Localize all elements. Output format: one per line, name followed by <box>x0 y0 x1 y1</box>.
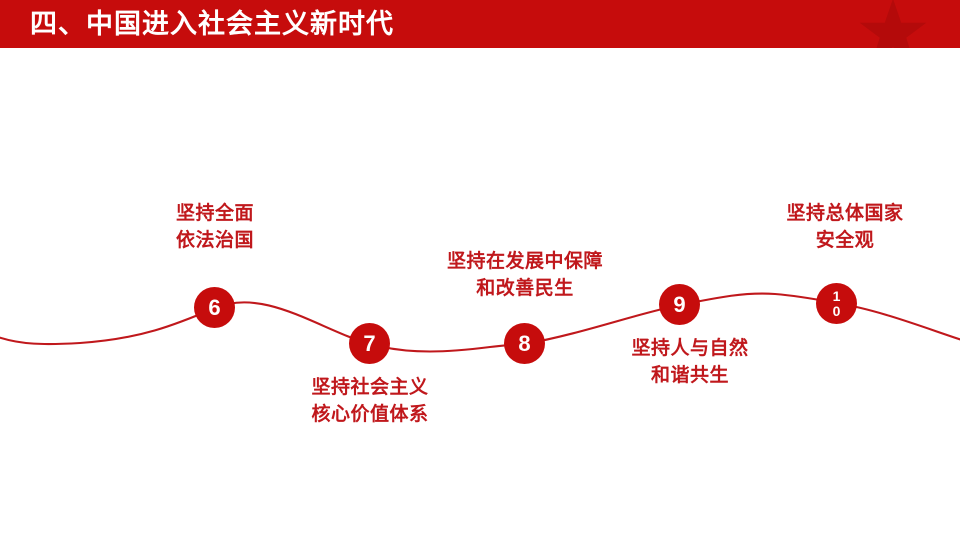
timeline-label-10: 坚持总体国家 安全观 <box>786 203 904 251</box>
timeline-label-7: 坚持社会主义 核心价值体系 <box>311 377 429 425</box>
timeline-label-6: 坚持全面 依法治国 <box>175 203 254 251</box>
timeline-node-7-number: 7 <box>363 330 376 356</box>
timeline-node-6[interactable]: 6 <box>194 287 235 328</box>
timeline-node-10[interactable]: 10 <box>816 283 857 324</box>
timeline-label-9: 坚持人与自然 和谐共生 <box>631 338 749 386</box>
timeline-node-6-number: 6 <box>208 294 221 320</box>
timeline-node-8[interactable]: 8 <box>504 323 545 364</box>
page-title: 四、中国进入社会主义新时代 <box>30 9 394 39</box>
timeline-node-10-number: 10 <box>832 287 841 319</box>
timeline-label-8: 坚持在发展中保障 和改善民生 <box>446 251 603 299</box>
timeline-wave-path <box>0 292 960 353</box>
timeline-node-9-number: 9 <box>673 291 686 317</box>
title-bar: 四、中国进入社会主义新时代 <box>0 0 960 48</box>
timeline-node-7[interactable]: 7 <box>349 323 390 364</box>
timeline-node-9[interactable]: 9 <box>659 284 700 325</box>
timeline-node-8-number: 8 <box>518 330 531 356</box>
